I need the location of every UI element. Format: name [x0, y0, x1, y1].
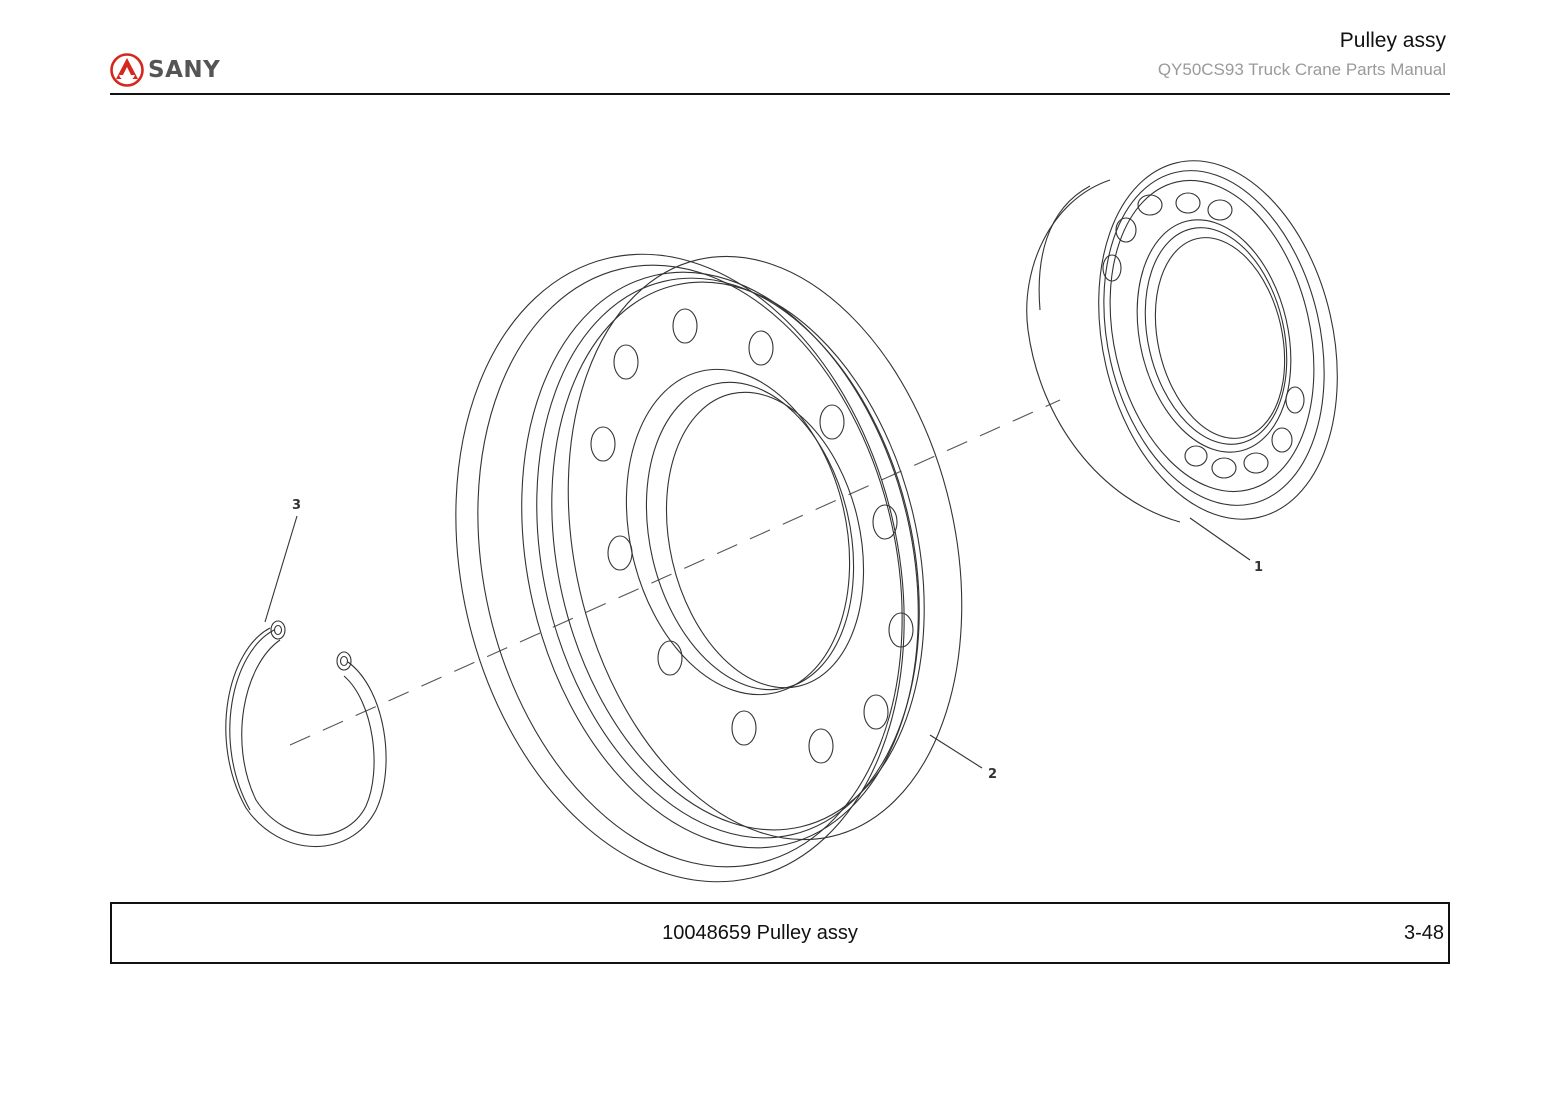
sany-logo-icon [110, 53, 144, 87]
bearing-rollers [1102, 192, 1305, 479]
leader-line-3 [264, 515, 298, 623]
page-title: Pulley assy [1339, 29, 1446, 52]
brand-name: SANY [148, 57, 221, 83]
manual-subtitle: QY50CS93 Truck Crane Parts Manual [1157, 60, 1446, 79]
exploded-parts-drawing: 3 2 1 [225, 160, 1338, 883]
callout-1: 1 [1254, 560, 1263, 575]
callout-2: 2 [988, 767, 997, 782]
figure-caption: 10048659 Pulley assy [662, 922, 858, 944]
part-pulley [455, 253, 963, 883]
pulley-bolt-holes [590, 308, 914, 764]
center-axis-line [289, 399, 1061, 746]
part-retaining-ring [225, 620, 387, 848]
brand-logo: SANY [110, 52, 220, 88]
leader-line-1 [1189, 517, 1251, 561]
header-rule [110, 93, 1450, 95]
part-roller-bearing [1026, 160, 1338, 523]
callout-3: 3 [292, 498, 301, 513]
page-number: 3-48 [1403, 922, 1444, 944]
caption-box: 10048659 Pulley assy 3-48 [110, 902, 1450, 964]
leader-line-2 [929, 734, 983, 769]
